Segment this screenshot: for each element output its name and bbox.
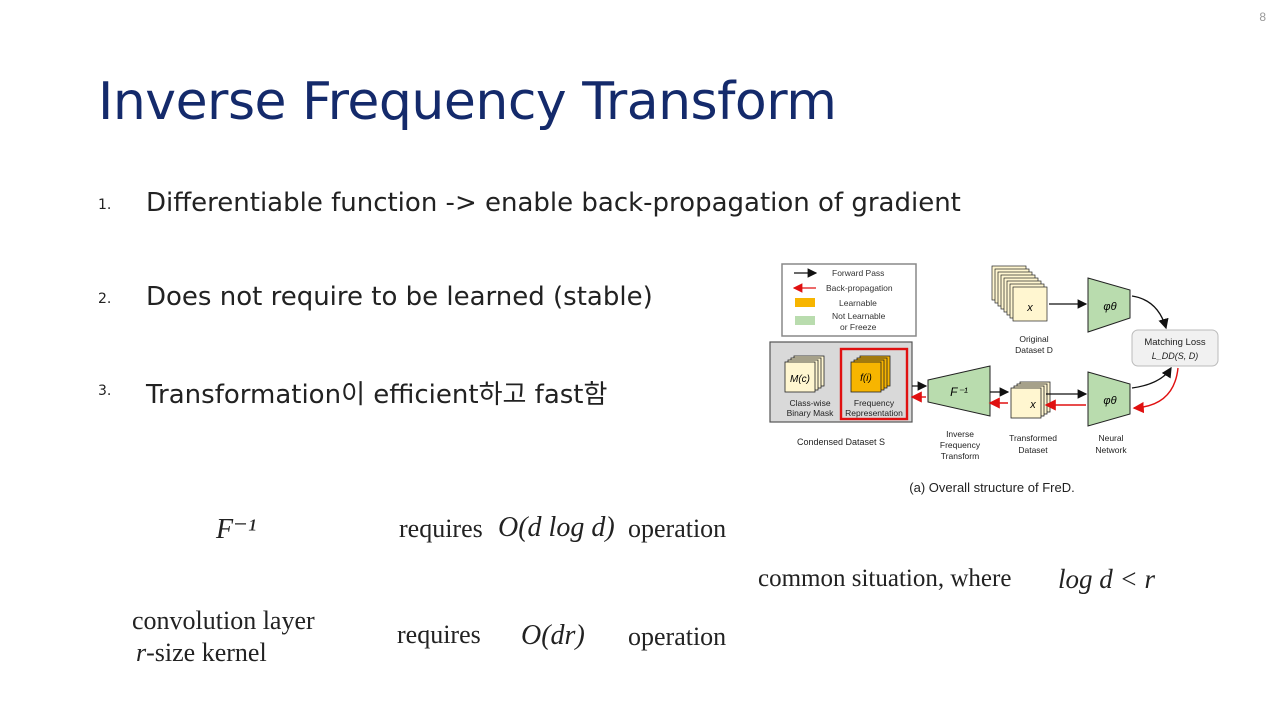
bullet-text: Does not require to be learned (stable) (146, 282, 653, 312)
requires-text-2: requires (397, 620, 481, 649)
frequency-label-1: Frequency (854, 398, 895, 408)
slide-number: 8 (1259, 10, 1266, 24)
mask-symbol: M(c) (790, 374, 810, 385)
network-bottom: φθ (1087, 371, 1131, 427)
network-top: φθ (1087, 277, 1131, 333)
inverse-transform-symbol: F⁻¹ (216, 514, 257, 545)
matching-loss-box: Matching Loss L_DD(S, D) (1131, 329, 1219, 367)
frequency-highlight-box (839, 347, 909, 421)
transformed-x: x (1029, 399, 1036, 411)
bullet-text: Transformation이 efficient하고 fast함 (146, 380, 608, 410)
operation-text-2: operation (628, 622, 727, 651)
legend-freeze: or Freeze (840, 322, 877, 332)
frequency-stack: f(i) (850, 355, 891, 393)
complexity-dr: O(dr) (521, 620, 585, 651)
complexity-dlogd: O(d log d) (498, 512, 615, 543)
phi-bottom: φθ (1103, 395, 1116, 407)
log-condition: log d < r (1058, 564, 1155, 594)
transformed-stack: x (1010, 381, 1051, 419)
matching-label-1: Matching Loss (1144, 337, 1206, 348)
frequency-symbol: f(i) (860, 373, 872, 384)
inverse-symbol: F⁻¹ (950, 385, 968, 399)
operation-text-1: operation (628, 514, 727, 543)
original-x: x (1026, 302, 1033, 314)
bullet-text: Differentiable function -> enable back-p… (146, 188, 961, 218)
inverse-label-3: Transform (941, 451, 979, 461)
legend-forward: Forward Pass (832, 268, 884, 278)
legend-backward: Back-propagation (826, 283, 893, 293)
requires-text-1: requires (399, 514, 483, 543)
network-label-1: Neural (1098, 433, 1123, 443)
network-label-2: Network (1095, 445, 1127, 455)
bullet-number: 2. (98, 291, 112, 307)
original-label-2: Dataset D (1015, 345, 1053, 355)
mask-stack: M(c) (784, 355, 825, 393)
original-label-1: Original (1019, 334, 1048, 344)
bullet-number: 3. (98, 383, 112, 399)
figure-caption: (a) Overall structure of FreD. (909, 480, 1074, 495)
convolution-layer-text: convolution layer (132, 606, 315, 635)
legend-not-learnable: Not Learnable (832, 311, 886, 321)
slide-title: Inverse Frequency Transform (98, 72, 837, 132)
transformed-label-2: Dataset (1018, 445, 1048, 455)
transformed-label-1: Transformed (1009, 433, 1057, 443)
inverse-transform-block: F⁻¹ (927, 365, 991, 417)
fred-structure-figure: Forward Pass Back-propagation Learnable … (769, 263, 1219, 495)
condensed-label: Condensed Dataset S (797, 437, 885, 447)
figure-legend: Forward Pass Back-propagation Learnable … (781, 263, 917, 337)
inverse-label-2: Frequency (940, 440, 981, 450)
inverse-label-1: Inverse (946, 429, 974, 439)
original-stack: x (991, 265, 1048, 322)
bullet-number: 1. (98, 197, 112, 213)
kernel-size-text: r-size kernel (136, 638, 267, 668)
kernel-size-variable: r (136, 638, 147, 667)
mask-label-2: Binary Mask (787, 408, 835, 418)
matching-label-2: L_DD(S, D) (1152, 351, 1199, 361)
phi-top: φθ (1103, 301, 1116, 313)
common-situation-text: common situation, where (758, 565, 1012, 592)
legend-learnable: Learnable (839, 298, 877, 308)
kernel-size-label: -size kernel (146, 638, 267, 667)
mask-label-1: Class-wise (789, 398, 830, 408)
frequency-label-2: Representation (845, 408, 903, 418)
